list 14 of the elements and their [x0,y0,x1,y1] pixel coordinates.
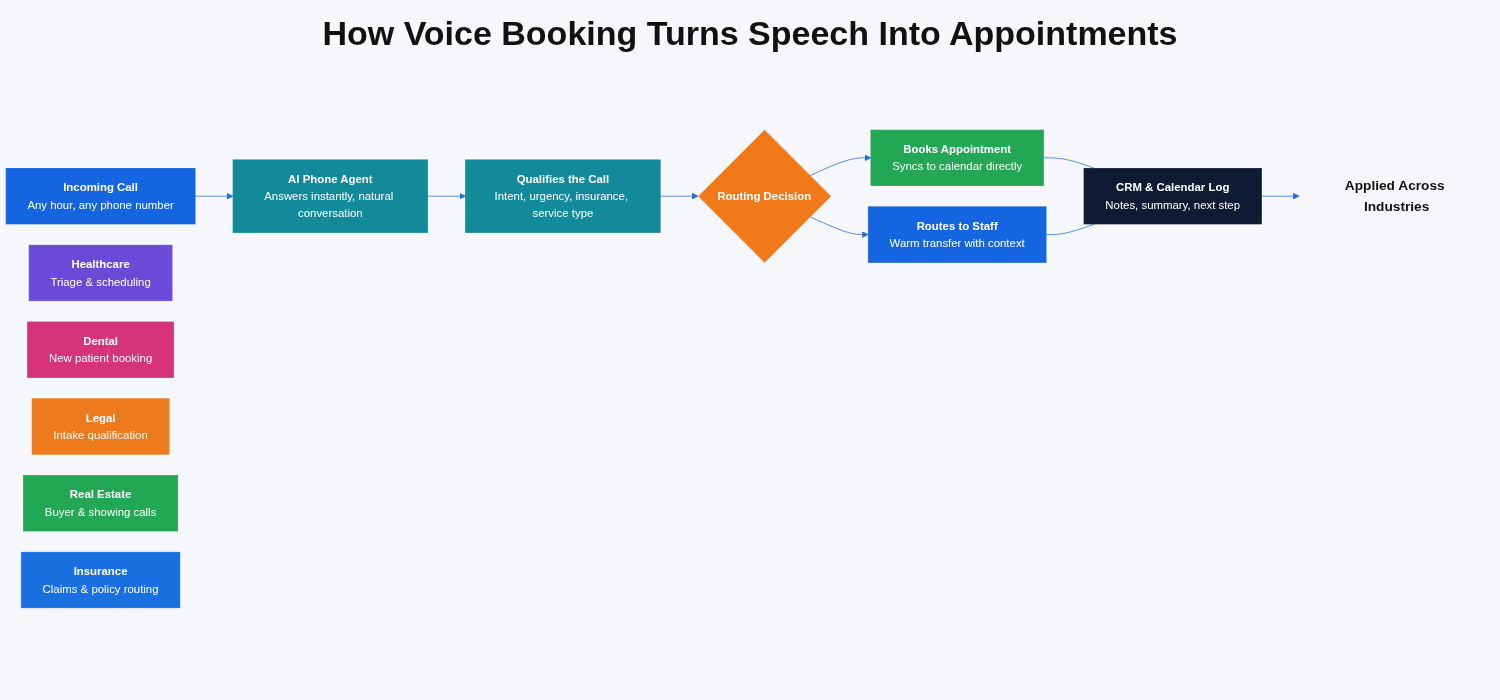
node-diamond: Routing Decision [698,129,832,263]
node-box: Incoming Call Any hour, any phone number [5,168,196,225]
node-box: Routes to Staff Warm transfer with context [867,206,1047,263]
node-box: CRM & Calendar Log Notes, summary, next step [1083,168,1262,225]
node-box: Legal Intake qualification [31,398,170,455]
node-box: Qualifies the Call Intent, urgency, insurance, service type [465,159,661,233]
node-box: Healthcare Triage & scheduling [28,244,173,302]
node-box: Books Appointment Syncs to calendar directly [870,129,1044,186]
node-box: Insurance Claims & policy routing [20,551,181,609]
node-box: Dental New patient booking [27,321,174,378]
diagram-title: How Voice Booking Turns Speech Into Appointments [321,14,1179,53]
node-box: AI Phone Agent Answers instantly, natural conversation [232,159,428,233]
node-box: Real Estate Buyer & showing calls [23,475,178,532]
node-text: Applied Across Industries [1344,178,1445,214]
